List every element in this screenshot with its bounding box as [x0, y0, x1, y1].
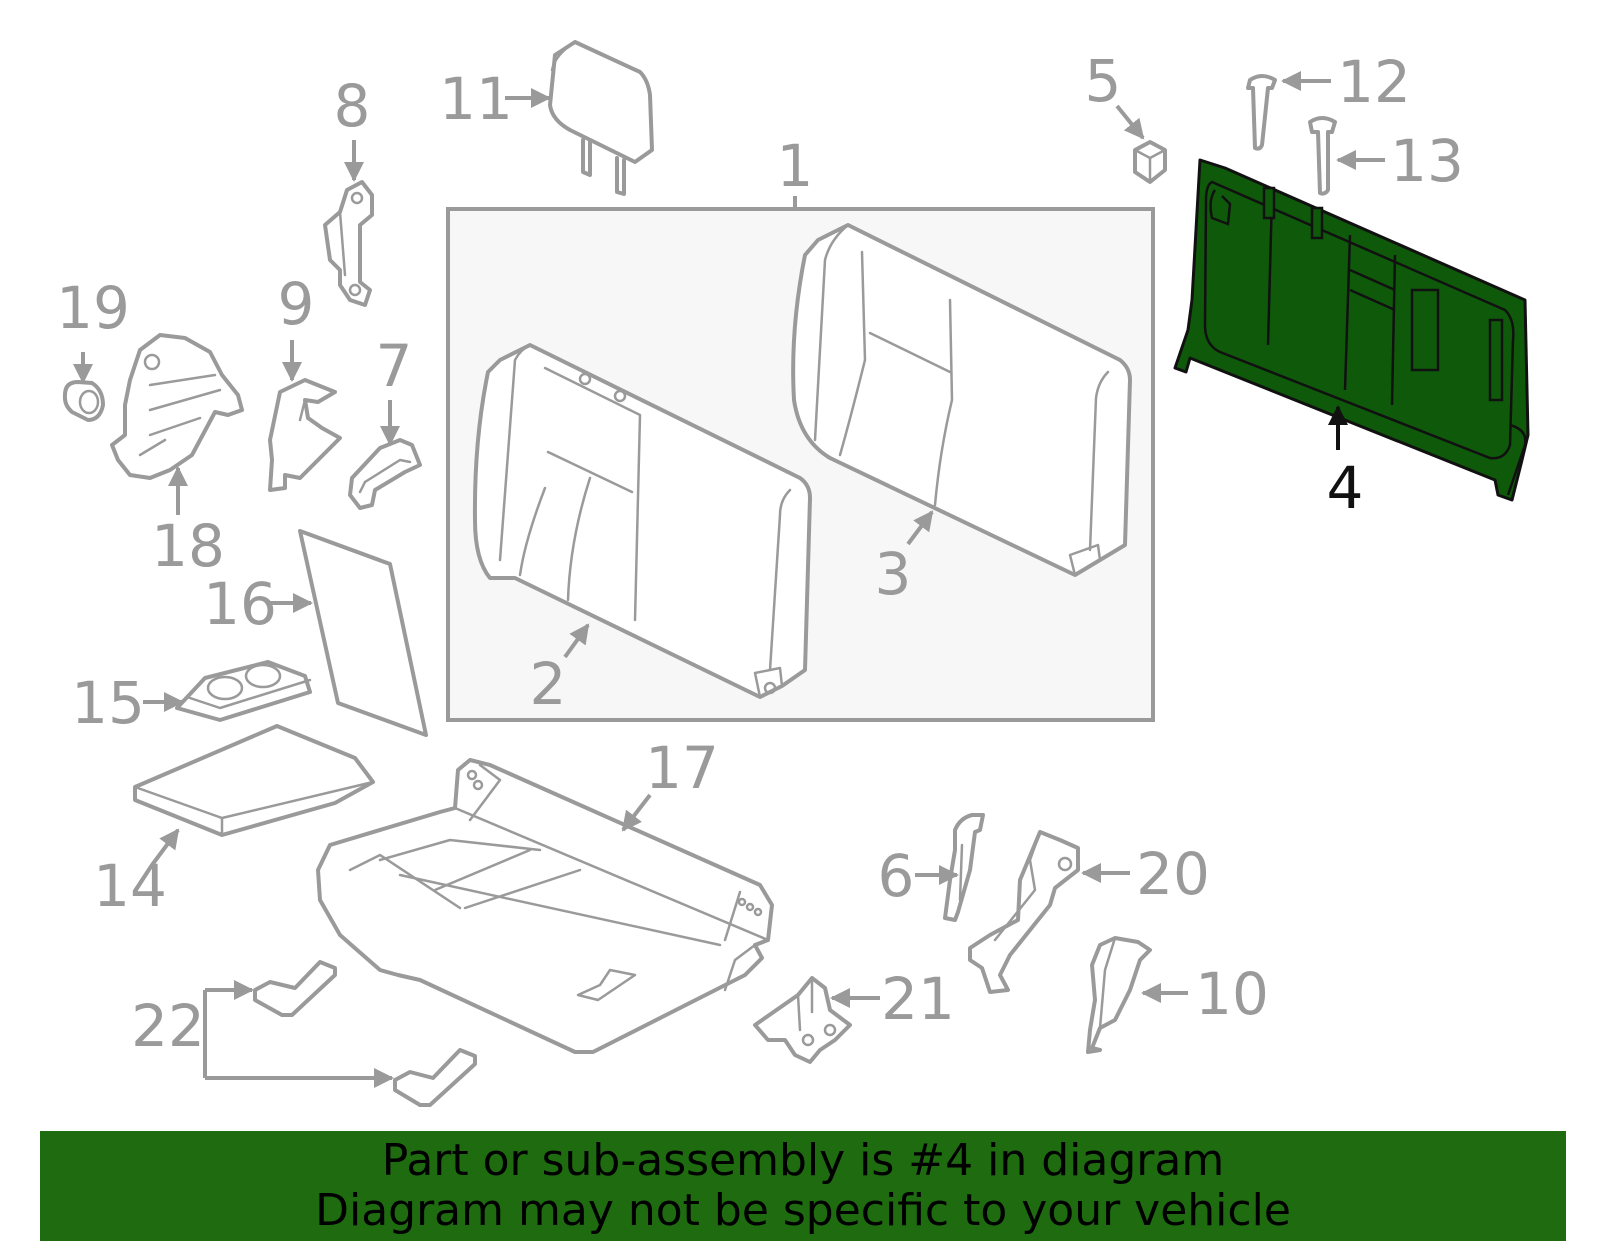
part-3-seat-back-right: [791, 223, 1132, 577]
part-13-bolt: [1308, 116, 1337, 196]
callout-arrow-17: [621, 793, 652, 832]
callout-label-7: 7: [376, 332, 413, 400]
part-20-hinge: [968, 830, 1080, 994]
part-4-seat-back-frame: [1173, 158, 1530, 502]
part-14-armrest: [133, 724, 375, 837]
callout-label-16: 16: [203, 570, 277, 638]
banner-line-1: Part or sub-assembly is #4 in diagram: [381, 1135, 1225, 1186]
callout-label-22: 22: [131, 992, 205, 1060]
part-7-handle: [348, 438, 422, 510]
callout-label-12: 12: [1337, 48, 1411, 116]
callout-label-5: 5: [1085, 47, 1122, 115]
callout-label-6: 6: [878, 842, 915, 910]
callout-label-14: 14: [93, 852, 167, 920]
part-8-bracket: [323, 180, 374, 307]
callout-label-10: 10: [1195, 960, 1269, 1028]
callout-label-9: 9: [278, 270, 315, 338]
part-11-headrest: [548, 40, 654, 196]
callout-arrow-2: [563, 623, 590, 659]
callout-label-3: 3: [875, 540, 912, 608]
callout-label-18: 18: [151, 512, 225, 580]
part-19-grommet: [62, 380, 105, 422]
callout-label-8: 8: [334, 72, 371, 140]
part-21-bracket: [753, 976, 852, 1064]
callout-label-13: 13: [1390, 127, 1464, 195]
parts-diagram: 1 2 3 4 5 6 7 8 9 10 11 12 13 14 15 16 1…: [56, 40, 1530, 1107]
callout-label-21: 21: [881, 965, 955, 1033]
callout-label-20: 20: [1136, 840, 1210, 908]
banner-line-2: Diagram may not be specific to your vehi…: [315, 1185, 1291, 1236]
part-5-clip: [1133, 140, 1167, 184]
callout-label-4: 4: [1327, 454, 1364, 522]
callout-label-11: 11: [439, 65, 513, 133]
part-18-hinge-bracket: [110, 333, 244, 480]
callout-label-17: 17: [645, 734, 719, 802]
part-9-trim-cover: [268, 378, 342, 492]
part-6-rod: [943, 813, 985, 922]
callout-label-19: 19: [56, 274, 130, 342]
info-banner: Part or sub-assembly is #4 in diagram Di…: [40, 1131, 1566, 1241]
part-12-bolt: [1246, 74, 1277, 151]
part-15-cup-holder: [175, 660, 312, 722]
callout-label-15: 15: [71, 669, 145, 737]
part-22-bracket-lower: [393, 1048, 477, 1107]
callout-arrow-3: [906, 510, 934, 546]
part-10-bracket: [1086, 936, 1152, 1054]
part-17-seat-cushion: [316, 758, 774, 1054]
part-2-seat-back-left: [472, 343, 812, 699]
callout-label-1: 1: [777, 132, 814, 200]
callout-arrow-14: [150, 828, 180, 867]
part-22-bracket-upper: [253, 960, 337, 1017]
callout-label-2: 2: [530, 650, 567, 718]
part-16-board: [298, 529, 428, 737]
callout-arrow-5: [1115, 104, 1145, 140]
